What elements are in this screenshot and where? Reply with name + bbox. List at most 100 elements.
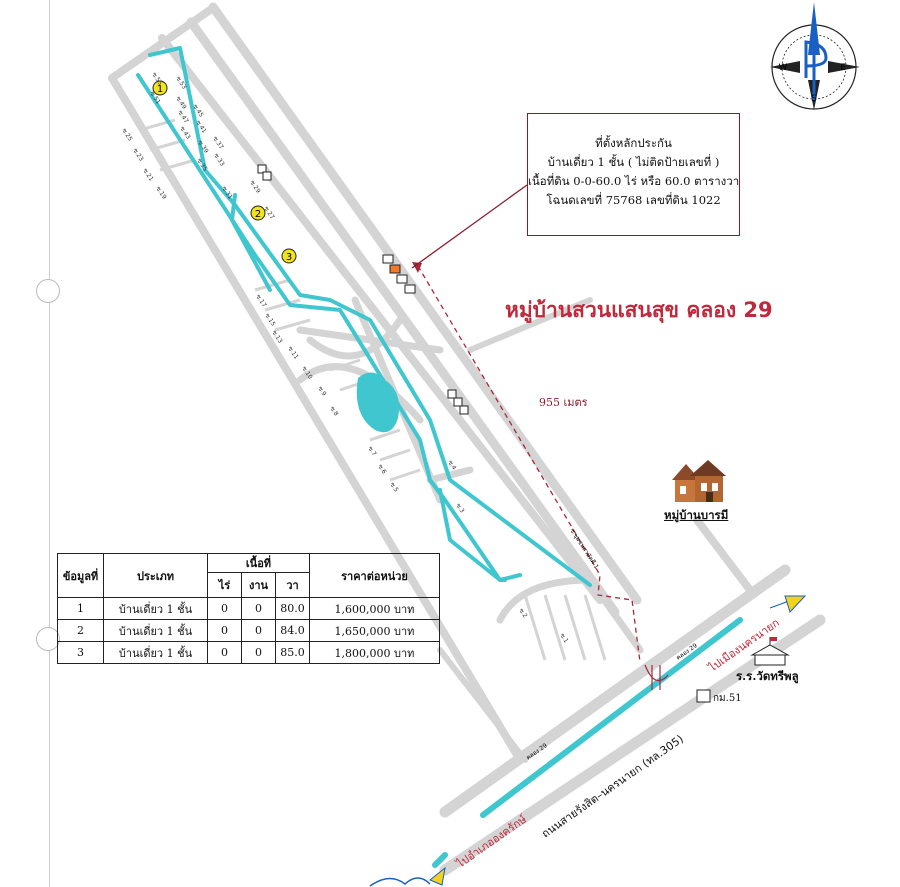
marker-2-label: 2: [255, 209, 261, 220]
cell-ngan: 0: [241, 619, 276, 642]
plot-label: ซ.25: [120, 127, 133, 142]
direction-arrows: [429, 595, 807, 886]
marker-3: [281, 248, 297, 264]
khlong-29-upper: [480, 617, 743, 818]
marker-1: [152, 80, 168, 96]
cell-price: 1,650,000 บาท: [309, 619, 440, 642]
header-rai: ไร่: [207, 572, 242, 598]
cell-no: 1: [57, 597, 104, 620]
route-line: [417, 265, 641, 663]
target-plot: [389, 264, 401, 274]
cell-type: บ้านเดี่ยว 1 ชั้น: [103, 619, 208, 642]
arrow-northeast-icon: [784, 595, 807, 613]
school-icon: [750, 637, 790, 666]
canal-outer: [136, 73, 507, 582]
property-table: ข้อมูลที่ ประเภท เนื้อที่ ราคาต่อหน่วย ไ…: [57, 553, 440, 664]
callout-line-1: ที่ตั้งหลักประกัน: [595, 136, 672, 150]
pond: [356, 372, 400, 433]
plot-label: ซ.19: [154, 185, 167, 200]
callout-line-4: โฉนดเลขที่ 75768 เลขที่ดิน 1022: [546, 193, 721, 207]
cell-type: บ้านเดี่ยว 1 ชั้น: [103, 641, 208, 664]
cell-wa: 84.0: [275, 619, 310, 642]
canal-south: [438, 488, 522, 582]
road-inner: [158, 34, 604, 604]
cell-wa: 85.0: [275, 641, 310, 664]
plot-label: ซ.21: [141, 167, 154, 182]
plot-label: ซ.9: [316, 385, 327, 397]
cell-type: บ้านเดี่ยว 1 ชั้น: [103, 597, 208, 620]
plot-label: ซ.4: [446, 459, 457, 471]
cell-rai: 0: [207, 597, 242, 620]
bottom-swirl: [369, 877, 431, 887]
cell-wa: 80.0: [275, 597, 310, 620]
marker-3-label: 3: [286, 252, 292, 263]
cell-price: 1,800,000 บาท: [309, 641, 440, 664]
marker-1-label: 1: [157, 84, 163, 95]
canal-network: [136, 46, 743, 868]
cell-rai: 0: [207, 641, 242, 664]
baramee-label: หมู่บ้านบารมี: [664, 508, 729, 522]
canal-inner: [148, 46, 592, 587]
road-loop: [306, 316, 404, 360]
compass-s: S: [811, 94, 817, 104]
km-marker-icon: [696, 689, 711, 703]
plot-label: ซ.47: [176, 109, 189, 124]
plot-label: ซ.17: [254, 293, 267, 308]
header-area: เนื้อที่: [207, 553, 310, 573]
cell-price: 1,600,000 บาท: [309, 597, 440, 620]
header-no: ข้อมูลที่: [57, 553, 104, 598]
compass-rose-icon: N S W E: [770, 2, 860, 110]
khlong-29-lower: [432, 852, 448, 868]
compass-w: W: [779, 63, 788, 73]
interchange-icon: [644, 664, 669, 690]
header-type: ประเภท: [103, 553, 208, 598]
house-icon: [668, 458, 730, 506]
village-title: หมู่บ้านสวนแสนสุข คลอง 29: [505, 298, 773, 322]
road-east-spur: [467, 297, 593, 353]
plot-label: ซ.6: [376, 463, 387, 475]
plot-label: ซ.3: [454, 502, 465, 514]
binder-hole: [36, 279, 60, 303]
property-markers: 1 2 3: [152, 80, 297, 264]
cell-no: 3: [57, 641, 104, 664]
highway-upper: [439, 564, 791, 818]
plot-label: ซ.49: [174, 95, 187, 110]
plot-label: ซ.33: [212, 152, 225, 167]
plot-label: ซ.11: [286, 345, 299, 360]
marker-2: [250, 205, 266, 221]
road-main-diagonal-2: [186, 17, 620, 617]
page-edge: [49, 0, 50, 887]
arrow-southwest-icon: [429, 866, 446, 886]
plot-label: ซ.23: [131, 147, 144, 162]
cell-rai: 0: [207, 619, 242, 642]
cell-no: 2: [57, 619, 104, 642]
plot-label: ซ.5: [388, 481, 399, 493]
callout-leader: [411, 184, 528, 269]
plot-label: ซ.2: [517, 607, 528, 619]
compass-n: N: [810, 32, 818, 43]
header-ngan: งาน: [241, 572, 276, 598]
km-label: กม.51: [713, 693, 742, 704]
callout-line-3: เนื้อที่ดิน 0-0-60.0 ไร่ หรือ 60.0 ตาราง…: [528, 174, 740, 188]
header-wa: วา: [275, 572, 310, 598]
distance-label: 955 เมตร: [539, 396, 588, 409]
compass-e: E: [840, 63, 846, 73]
temple-school-label: ร.ร.วัดทรีพลู: [736, 669, 799, 683]
road-southwest: [437, 647, 528, 763]
road-main-diagonal: [208, 2, 642, 605]
collateral-callout: ที่ตั้งหลักประกัน บ้านเดี่ยว 1 ชั้น ( ไม…: [527, 113, 740, 236]
header-price: ราคาต่อหน่วย: [309, 553, 440, 598]
plot-label: ซ.8: [328, 405, 339, 417]
road-west: [108, 74, 524, 764]
cell-ngan: 0: [241, 597, 276, 620]
plot-label: ซ.7: [366, 445, 377, 457]
to-ongkharak-label: ไปอำเภอองครักษ์: [453, 813, 529, 871]
road-baramee: [693, 516, 754, 594]
road-loop-2: [296, 363, 424, 424]
road-north: [108, 6, 214, 82]
binder-hole: [36, 627, 60, 651]
